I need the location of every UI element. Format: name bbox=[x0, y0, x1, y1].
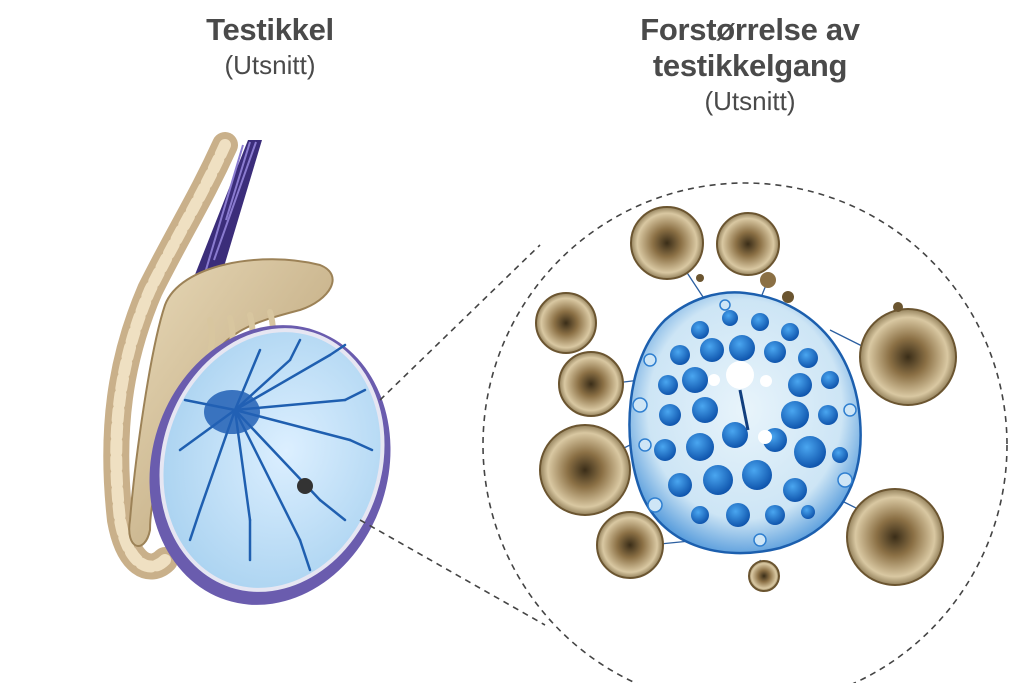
tubule-lumen bbox=[708, 361, 772, 444]
testicle-title: Testikkel bbox=[206, 12, 334, 47]
magnification-circle bbox=[482, 182, 1008, 683]
callout-point bbox=[297, 478, 313, 494]
magnification-title-line1: Forstørrelse av bbox=[640, 12, 860, 47]
tubule-cells bbox=[654, 310, 848, 527]
magnification-subtitle: (Utsnitt) bbox=[704, 86, 796, 116]
interstitial-ducts bbox=[535, 206, 957, 592]
magnified-tubule bbox=[535, 206, 957, 592]
testicle-subtitle: (Utsnitt) bbox=[224, 50, 316, 80]
callout-lines bbox=[359, 182, 1008, 683]
magnification-title-line2: testikkelgang bbox=[652, 48, 848, 83]
magnification-label: Forstørrelse av testikkelgang (Utsnitt) bbox=[560, 12, 940, 118]
callout-line-top bbox=[379, 244, 541, 401]
testicle-illustration bbox=[103, 132, 391, 605]
callout-line-bottom bbox=[359, 519, 546, 626]
testicle-label: Testikkel (Utsnitt) bbox=[170, 12, 370, 82]
